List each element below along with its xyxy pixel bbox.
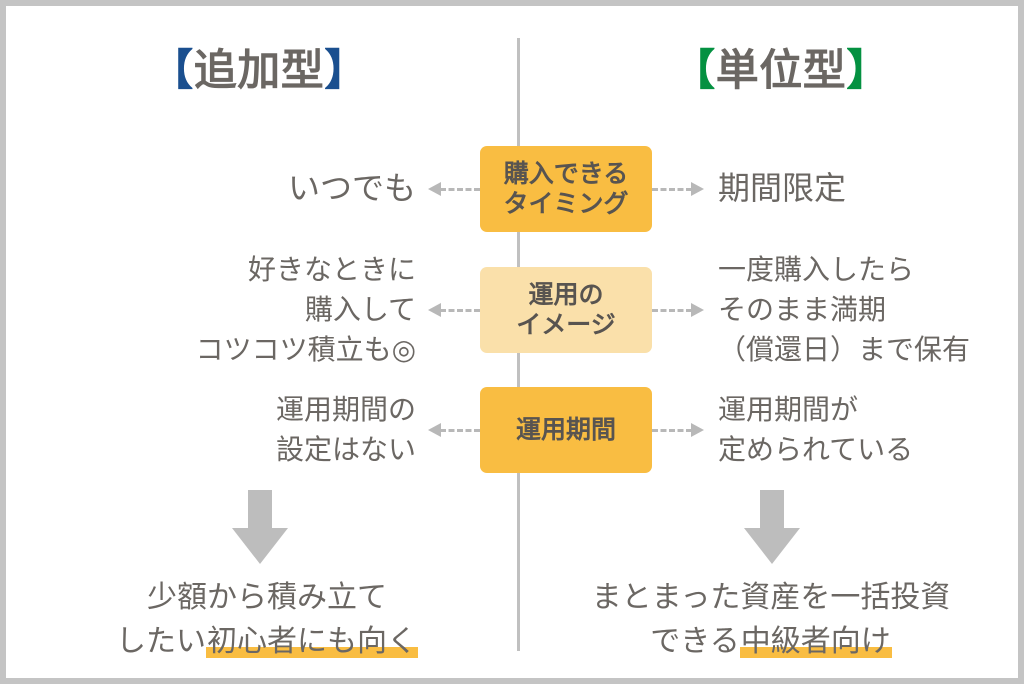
row-2-left-arrow-cell [428, 264, 480, 356]
row-3-left-text: 運用期間の 設定はない [275, 394, 416, 465]
conclusion-right-line2-plain: できる [650, 625, 740, 659]
conclusion-right-line1: まとまった資産を一括投資 [591, 581, 951, 614]
row-2-center-label: 運用の イメージ [480, 267, 652, 353]
arrow-left-icon [428, 423, 480, 437]
arrow-down-right-icon [744, 490, 800, 564]
row-2-center-cell: 運用の イメージ [480, 267, 652, 353]
comparison-row: 運用期間の 設定はない 運用期間 運用期間が 定められている [12, 384, 1024, 476]
heading-right-text: 単位型 [715, 47, 847, 95]
heading-right-bracket-open: 【 [672, 47, 716, 95]
row-2-right-arrow-cell [652, 264, 704, 356]
conclusion-left: 少額から積み立て したい初心者にも向く [32, 576, 502, 665]
arrow-down-left-icon [232, 490, 288, 564]
heading-left-text: 追加型 [193, 47, 325, 95]
conclusion-right-highlight: 中級者向け [739, 625, 892, 659]
row-3-center-label: 運用期間 [480, 387, 652, 473]
heading-left-bracket-open: 【 [150, 47, 194, 95]
conclusion-left-line1: 少額から積み立て [147, 581, 387, 614]
conclusion-right-line2: できる中級者向け [536, 620, 1006, 664]
row-3-left-arrow-cell [428, 384, 480, 476]
row-1-center-label: 購入できる タイミング [480, 146, 652, 232]
row-2-right-text: 一度購入したら そのまま満期 （償還日）まで保有 [718, 254, 971, 365]
heading-left-bracket-close: 】 [324, 47, 368, 95]
comparison-row: 好きなときに 購入して コツコツ積立も◎ 運用の イメージ 一度購入したら その… [12, 254, 1024, 365]
arrow-right-icon [652, 303, 704, 317]
row-3-center-cell: 運用期間 [480, 387, 652, 473]
row-1-left-text: いつでも [287, 170, 416, 207]
row-1-right-text: 期間限定 [718, 170, 847, 207]
row-1-right-arrow-cell [652, 143, 704, 235]
heading-right: 【単位型】 [566, 36, 996, 98]
conclusion-left-highlight: 初心者にも向く [206, 625, 418, 659]
arrow-right-icon [652, 182, 704, 196]
conclusion-left-line2: したい初心者にも向く [32, 620, 502, 664]
arrow-left-icon [428, 303, 480, 317]
row-2-left-text: 好きなときに 購入して コツコツ積立も◎ [195, 254, 416, 365]
heading-right-bracket-close: 】 [846, 47, 890, 95]
conclusion-right: まとまった資産を一括投資 できる中級者向け [536, 576, 1006, 665]
conclusion-left-line2-plain: したい [116, 625, 206, 659]
row-3-right-arrow-cell [652, 384, 704, 476]
arrow-left-icon [428, 182, 480, 196]
row-1-center-cell: 購入できる タイミング [480, 146, 652, 232]
comparison-row: いつでも 購入できる タイミング 期間限定 [12, 143, 1024, 235]
arrow-right-icon [652, 423, 704, 437]
row-1-left-arrow-cell [428, 143, 480, 235]
row-3-right-text: 運用期間が 定められている [718, 394, 914, 465]
heading-left: 【追加型】 [44, 36, 474, 98]
